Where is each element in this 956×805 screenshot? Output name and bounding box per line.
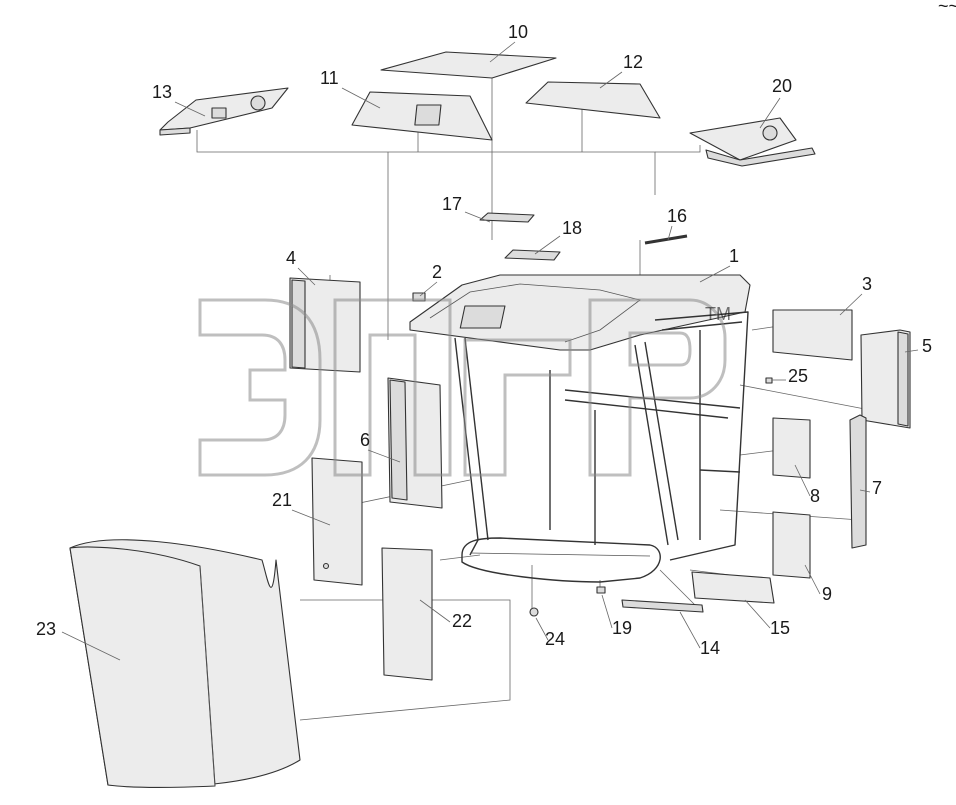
panel-11-window — [414, 104, 442, 126]
label-25: 25 — [788, 366, 808, 386]
label-6: 6 — [360, 430, 370, 450]
panel-10 — [380, 51, 557, 79]
label-15: 15 — [770, 618, 790, 638]
panel-6-edge — [389, 379, 408, 501]
label-13: 13 — [152, 82, 172, 102]
cab-frame — [409, 274, 751, 583]
label-7: 7 — [872, 478, 882, 498]
panel-15 — [691, 571, 775, 604]
panel-23-fold — [199, 565, 216, 787]
part-17 — [479, 212, 535, 223]
panel-4-edge — [291, 279, 306, 369]
part-24 — [529, 607, 539, 617]
panel-5-edge — [897, 331, 909, 427]
label-24: 24 — [545, 629, 565, 649]
panel-13-hole — [250, 95, 266, 111]
part-25 — [765, 377, 773, 384]
panel-3 — [772, 309, 853, 361]
panel-21-bolt — [322, 562, 330, 570]
corner-mark: ~~ — [938, 0, 956, 16]
panel-8 — [772, 417, 811, 479]
panel-23-face — [69, 546, 216, 788]
part-labels: 10 11 12 13 20 17 18 16 1 2 4 3 5 25 6 8… — [36, 22, 932, 658]
watermark-tm: TM — [705, 304, 731, 324]
label-16: 16 — [667, 206, 687, 226]
label-19: 19 — [612, 618, 632, 638]
label-22: 22 — [452, 611, 472, 631]
panel-13-slot — [211, 107, 227, 119]
panel-20-flange — [705, 147, 816, 167]
label-14: 14 — [700, 638, 720, 658]
label-4: 4 — [286, 248, 296, 268]
panel-22 — [381, 547, 433, 681]
part-16 — [644, 234, 688, 245]
panel-9 — [772, 511, 811, 579]
panel-13-edge — [159, 127, 191, 136]
label-12: 12 — [623, 52, 643, 72]
panel-21 — [311, 457, 363, 586]
label-10: 10 — [508, 22, 528, 42]
label-11: 11 — [320, 68, 339, 88]
panel-7 — [849, 414, 867, 549]
part-19 — [596, 586, 606, 594]
label-20: 20 — [772, 76, 792, 96]
label-1: 1 — [729, 246, 739, 266]
label-9: 9 — [822, 584, 832, 604]
label-17: 17 — [442, 194, 462, 214]
panel-14 — [621, 599, 704, 613]
panel-20-hole — [762, 125, 778, 141]
panel-12 — [525, 81, 661, 119]
label-3: 3 — [862, 274, 872, 294]
label-8: 8 — [810, 486, 820, 506]
label-21: 21 — [272, 490, 292, 510]
label-23: 23 — [36, 619, 56, 639]
label-18: 18 — [562, 218, 582, 238]
part-18 — [504, 249, 561, 261]
label-leaders — [61, 41, 919, 661]
label-2: 2 — [432, 262, 442, 282]
watermark-logo: TM — [198, 298, 731, 477]
label-5: 5 — [922, 336, 932, 356]
